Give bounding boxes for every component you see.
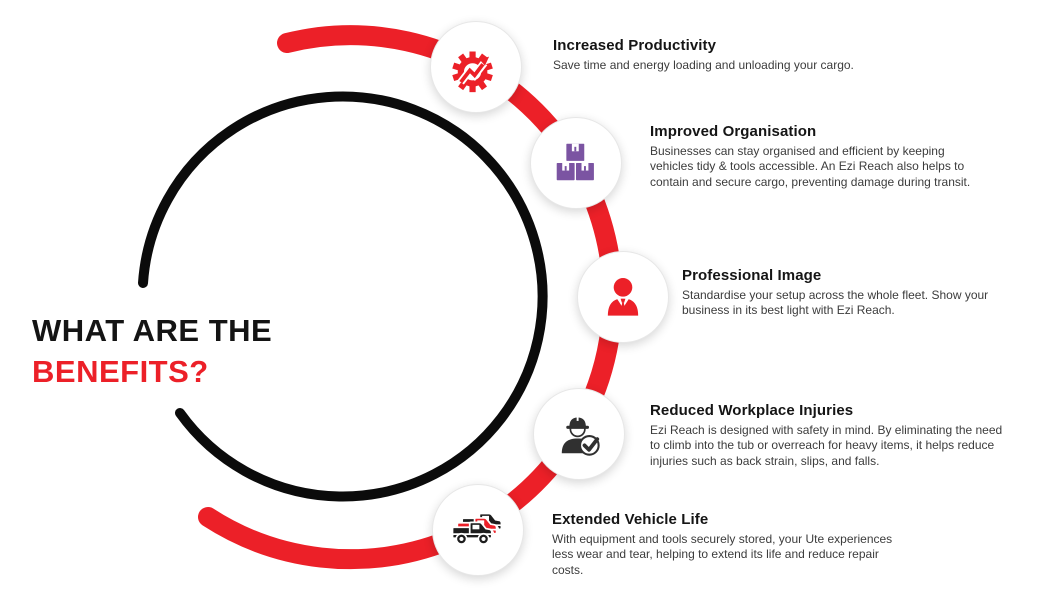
benefit-title: Improved Organisation	[650, 123, 817, 140]
benefit-circle-productivity	[430, 21, 522, 113]
page-title-line1: WHAT ARE THE	[32, 313, 273, 348]
businessman-icon	[607, 278, 639, 316]
benefit-item-professional-image: Professional Image Standardise your setu…	[682, 267, 1024, 319]
benefit-item-vehicle-life: Extended Vehicle Life With equipment and…	[552, 511, 902, 578]
benefit-body: Ezi Reach is designed with safety in min…	[650, 423, 1003, 468]
ute-fleet-icon	[451, 512, 503, 545]
benefit-body: Save time and energy loading and unloadi…	[553, 58, 854, 72]
benefit-body: With equipment and tools securely stored…	[552, 532, 893, 577]
benefit-circle-safety	[533, 388, 625, 480]
benefit-title: Professional Image	[682, 267, 822, 284]
safety-worker-icon	[561, 417, 600, 456]
benefit-title: Extended Vehicle Life	[552, 511, 709, 528]
benefit-title: Increased Productivity	[553, 37, 717, 54]
benefit-body: Standardise your setup across the whole …	[682, 288, 989, 318]
benefit-item-safety: Reduced Workplace Injuries Ezi Reach is …	[650, 402, 1005, 469]
stacked-boxes-icon	[556, 143, 594, 181]
benefit-circle-vehicle-life	[432, 484, 524, 576]
benefit-body: Businesses can stay organised and effici…	[650, 144, 971, 189]
page-title-line2: BENEFITS?	[32, 354, 209, 389]
benefit-title: Reduced Workplace Injuries	[650, 402, 854, 419]
benefit-item-organisation: Improved Organisation Businesses can sta…	[650, 123, 988, 190]
benefit-item-productivity: Increased Productivity Save time and ene…	[553, 37, 858, 73]
benefit-circle-organisation	[530, 117, 622, 209]
benefit-circle-professional-image	[577, 251, 669, 343]
page-title: WHAT ARE THE BENEFITS?	[32, 310, 272, 392]
gear-growth-icon	[452, 51, 493, 93]
black-circle-arc	[138, 91, 548, 502]
